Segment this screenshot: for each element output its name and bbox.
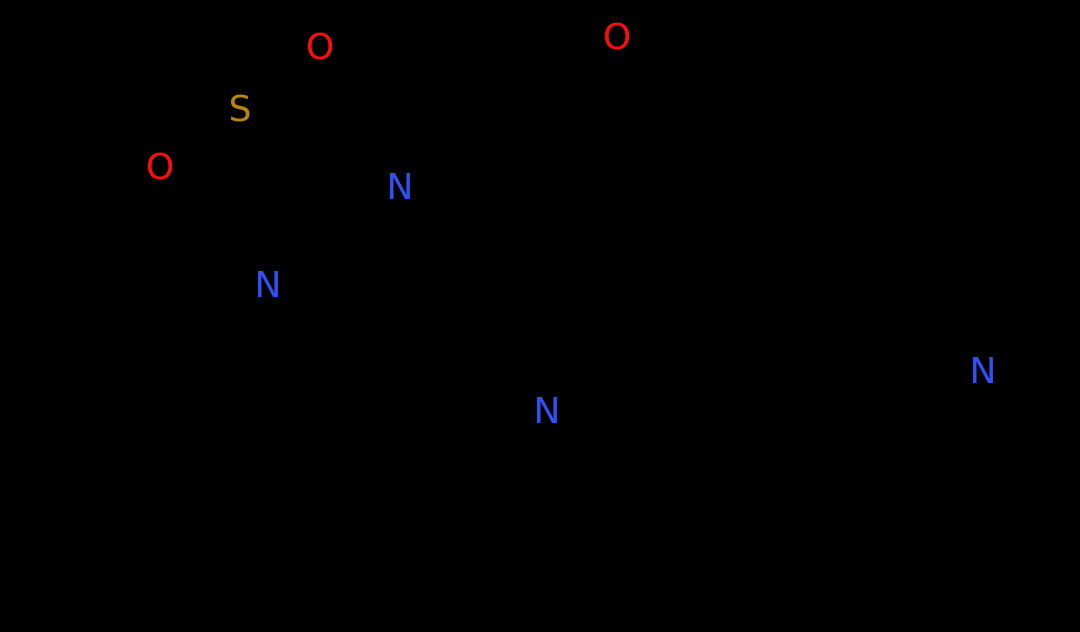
atom-nitrogen-1: N: [386, 167, 414, 208]
atom-sulfur: S: [228, 89, 252, 130]
atom-oxygen-2: O: [145, 147, 175, 188]
atom-oxygen-3: O: [602, 17, 632, 58]
atom-nitrogen-3: N: [533, 391, 561, 432]
atom-oxygen-1: O: [305, 27, 335, 68]
atom-nitrogen-4: N: [969, 351, 997, 392]
atom-nitrogen-2: N: [254, 265, 282, 306]
